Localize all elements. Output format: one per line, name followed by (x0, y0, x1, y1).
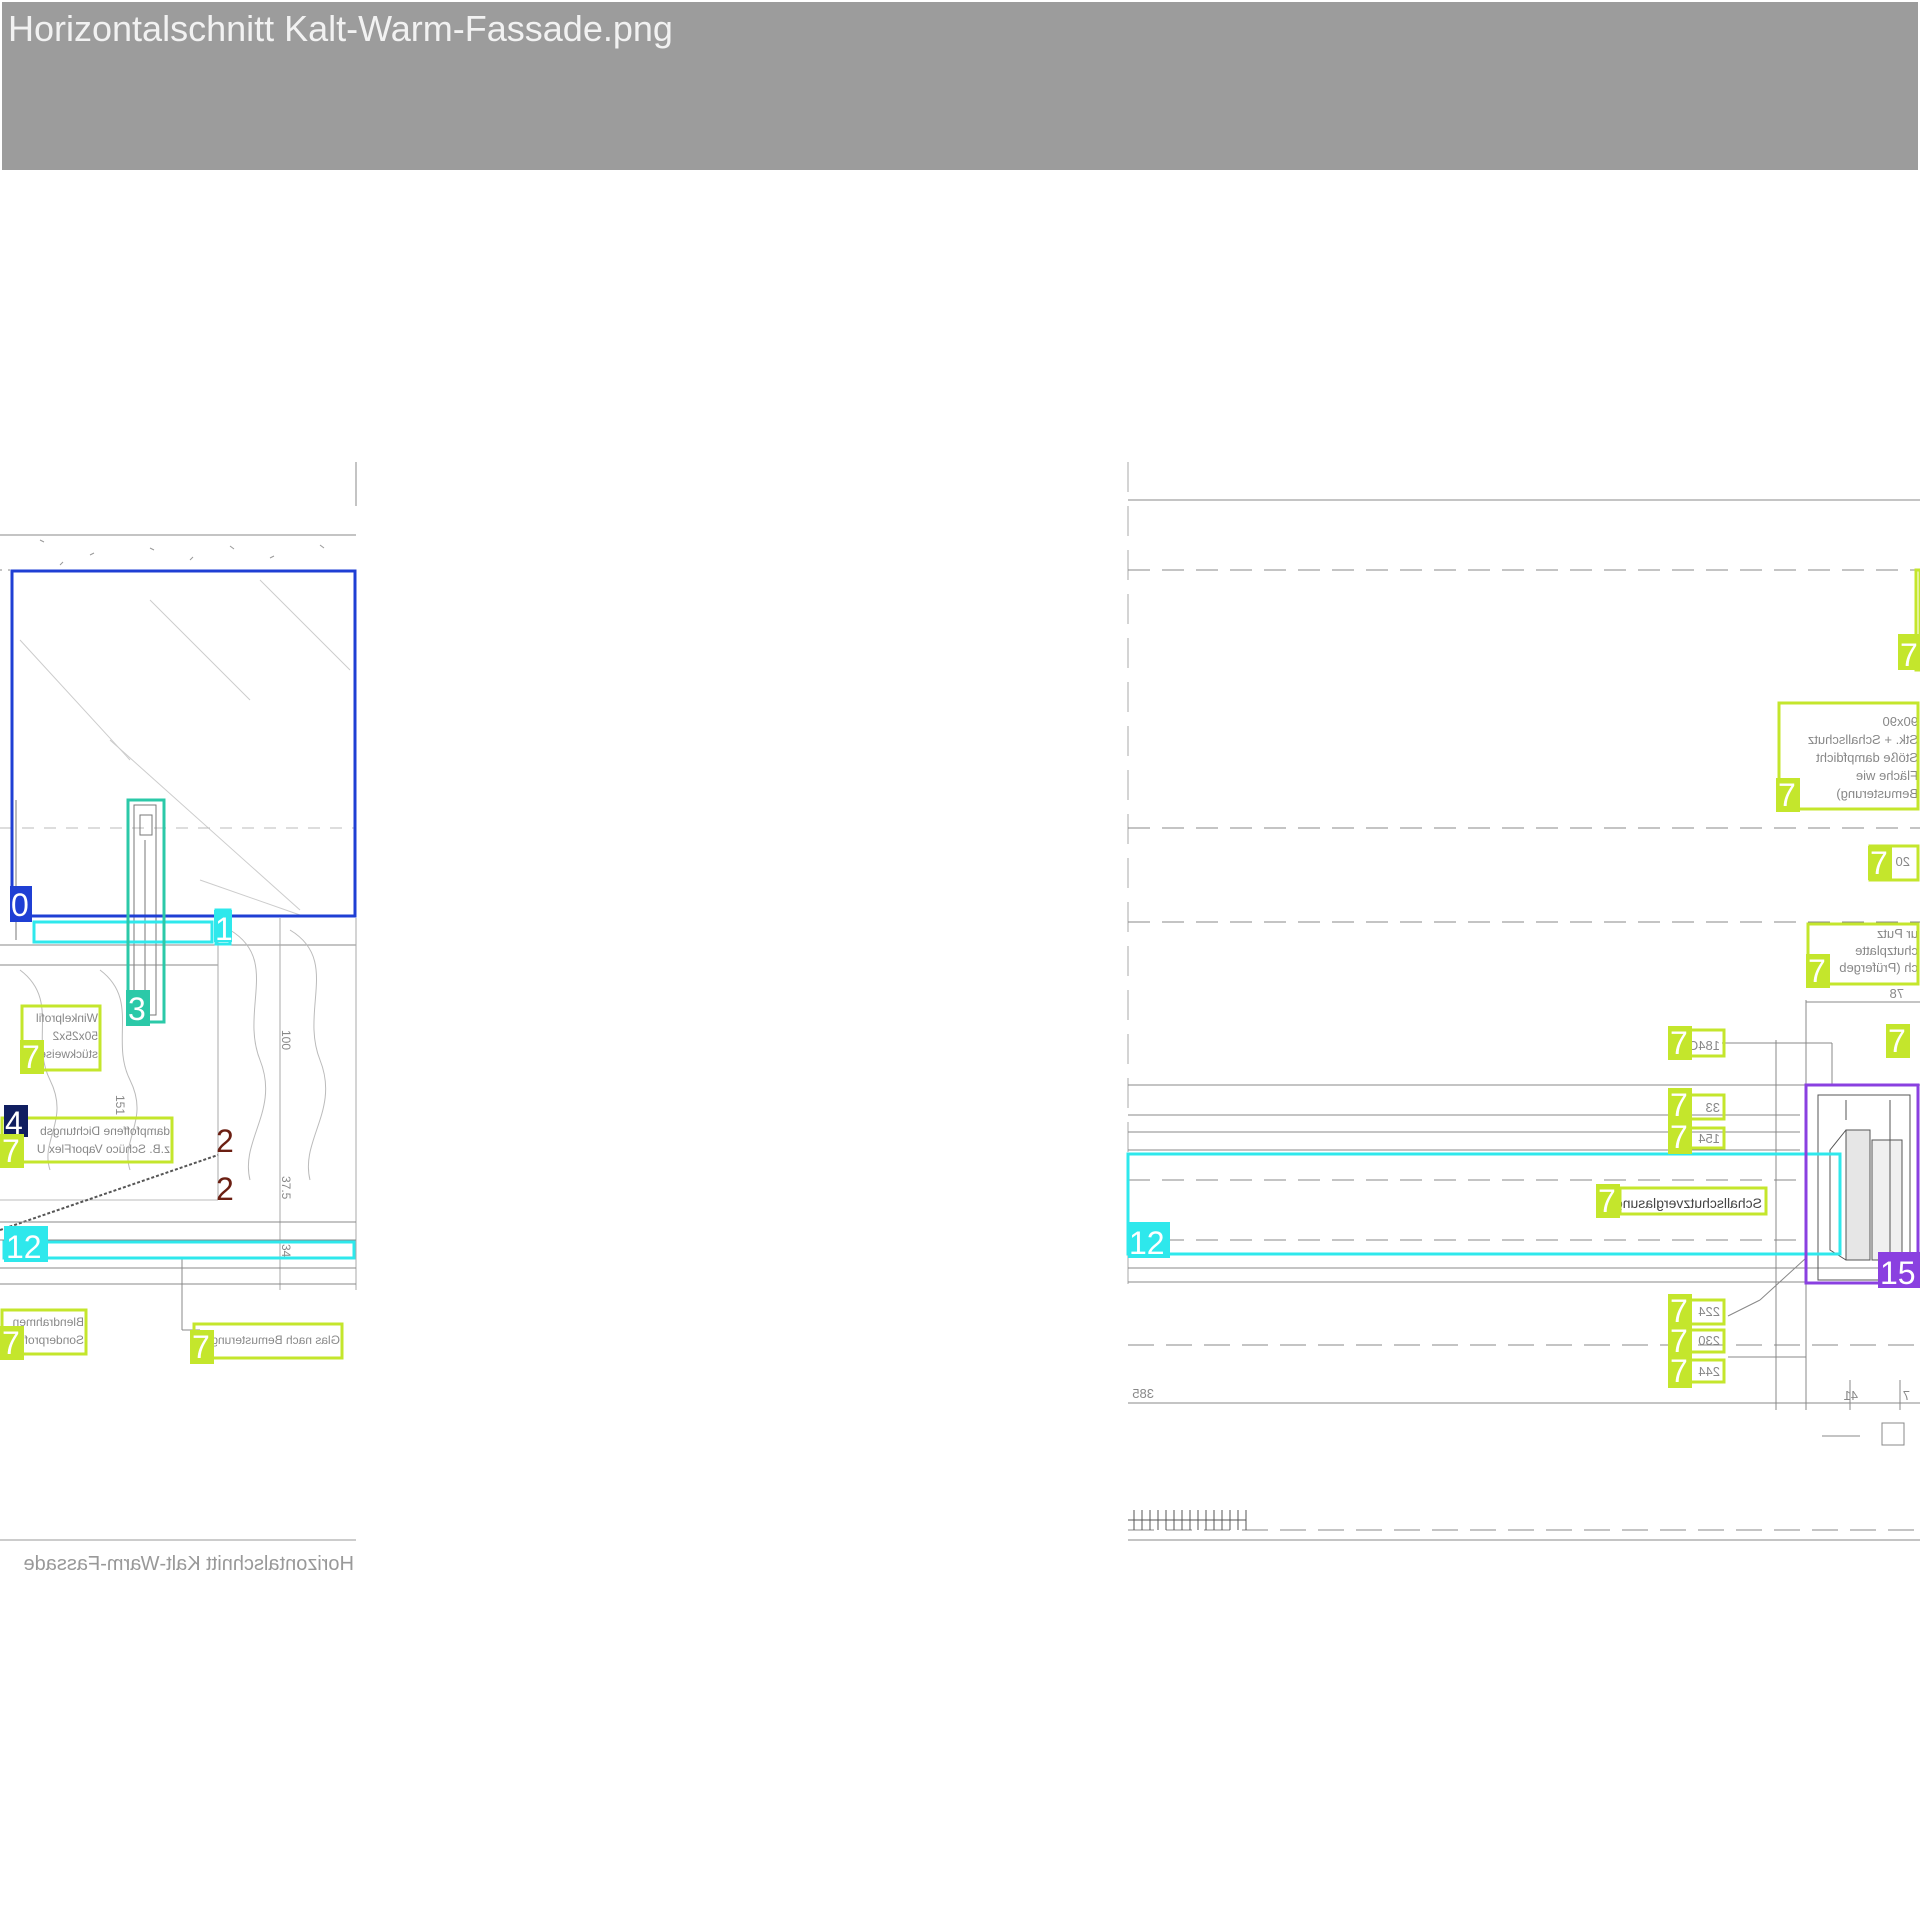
left-detail (0, 462, 357, 1541)
marker-0: 0 (11, 887, 29, 923)
dim-151: 151 (113, 1095, 127, 1115)
marker-7-top: 7 (1900, 637, 1918, 673)
spec-line-3: Stöße dampfdicht (1816, 750, 1918, 765)
annotation-box-3 (126, 798, 166, 1024)
dim-37: 37.5 (279, 1176, 293, 1200)
dim-41: 41 (1844, 1388, 1858, 1403)
putz-line-3: ch (Prüfergeb (1839, 960, 1918, 975)
marker-7-184c: 7 (1670, 1025, 1688, 1061)
annotation-box-0 (10, 569, 357, 918)
glas-text: Glas nach Bemusterung (211, 1333, 340, 1347)
putz-line-1: ur Putz (1877, 926, 1918, 941)
annotation-box-7-spec (1777, 701, 1920, 811)
putz-line-2: chutzplatte (1855, 943, 1918, 958)
dim-7: 7 (1903, 1388, 1910, 1403)
window-title-bar: Horizontalschnitt Kalt-Warm-Fassade.png (2, 2, 1918, 170)
dim-224: 224 (1698, 1304, 1720, 1319)
right-mirrored-texts: 90x90 Stk. + Schallschutz Stöße dampfdic… (1132, 714, 1918, 1403)
marker-7-dicht: 7 (2, 1133, 20, 1169)
dichtung-line-1: dampfoffene Dichtungsb (40, 1124, 170, 1138)
marker-7-glas: 7 (192, 1329, 210, 1365)
left-mirrored-texts: Winkelprofil 50x25x2 stückweise dampfoff… (13, 1011, 354, 1575)
window-title: Horizontalschnitt Kalt-Warm-Fassade.png (8, 8, 673, 49)
annotation-box-15 (1804, 1083, 1920, 1285)
blend-line-1: Blendrahmen (13, 1315, 84, 1329)
marker-labels: 0 1 2 2 3 4 7 7 7 7 12 12 15 7 7 7 7 7 7 (0, 634, 1920, 1389)
marker-7-winkel: 7 (22, 1039, 40, 1075)
blend-line-2: Sonderprof (24, 1333, 84, 1347)
annotation-box-12-left (2, 1240, 356, 1260)
marker-7-putz: 7 (1808, 953, 1826, 989)
right-detail (1127, 462, 1920, 1541)
spec-line-5: Bemusterung) (1836, 786, 1918, 801)
dim-100: 100 (279, 1030, 293, 1050)
dim-33: 33 (1706, 1100, 1720, 1115)
dim-154: 154 (1698, 1131, 1720, 1146)
dim-78: 78 (1890, 986, 1904, 1001)
marker-7-224: 7 (1670, 1293, 1688, 1329)
marker-2-a: 2 (216, 1123, 234, 1159)
dim-20: 20 (1896, 854, 1910, 869)
marker-4: 4 (5, 1105, 23, 1141)
dim-34: 34 (279, 1244, 293, 1258)
marker-2-b: 2 (216, 1171, 234, 1207)
annotation-box-1 (32, 920, 214, 944)
dichtung-line-2: z.B. Schüco VaporFlex U (37, 1142, 170, 1156)
marker-1: 1 (215, 911, 233, 947)
marker-15: 15 (1880, 1255, 1916, 1291)
marker-12-right: 12 (1129, 1225, 1165, 1261)
marker-12-left: 12 (6, 1229, 42, 1265)
marker-7-schall: 7 (1598, 1183, 1616, 1219)
dim-385: 385 (1132, 1386, 1154, 1401)
annotation-box-7-winkel (20, 1004, 102, 1072)
dim-230: 230 (1698, 1333, 1720, 1348)
spec-line-2: Stk. + Schallschutz (1808, 732, 1918, 747)
marker-7-154: 7 (1670, 1119, 1688, 1155)
marker-7-33: 7 (1670, 1087, 1688, 1123)
annotation-box-12-right (1126, 1152, 1842, 1256)
footer-caption: Horizontalschnitt Kalt-Warm-Fassade (24, 1553, 354, 1575)
spec-line-4: Fläche wie (1856, 768, 1918, 783)
marker-3: 3 (128, 991, 146, 1027)
dim-244: 244 (1698, 1364, 1720, 1379)
dim-184c: 184C (1689, 1038, 1720, 1053)
winkelprofil-line-1: Winkelprofil (36, 1011, 98, 1025)
marker-7-spec: 7 (1778, 777, 1796, 813)
winkelprofil-line-2: 50x25x2 (52, 1029, 98, 1043)
marker-7-blend: 7 (2, 1325, 20, 1361)
annotation-boxes (0, 568, 1920, 1384)
marker-7-244: 7 (1670, 1353, 1688, 1389)
schallschutz-text: Schallschutzverglasung (1615, 1195, 1762, 1211)
marker-7-230: 7 (1670, 1323, 1688, 1359)
marker-7-right-edge: 7 (1888, 1023, 1906, 1059)
winkelprofil-line-3: stückweise (39, 1047, 98, 1061)
marker-7-20: 7 (1870, 845, 1888, 881)
spec-line-1: 90x90 (1883, 714, 1918, 729)
